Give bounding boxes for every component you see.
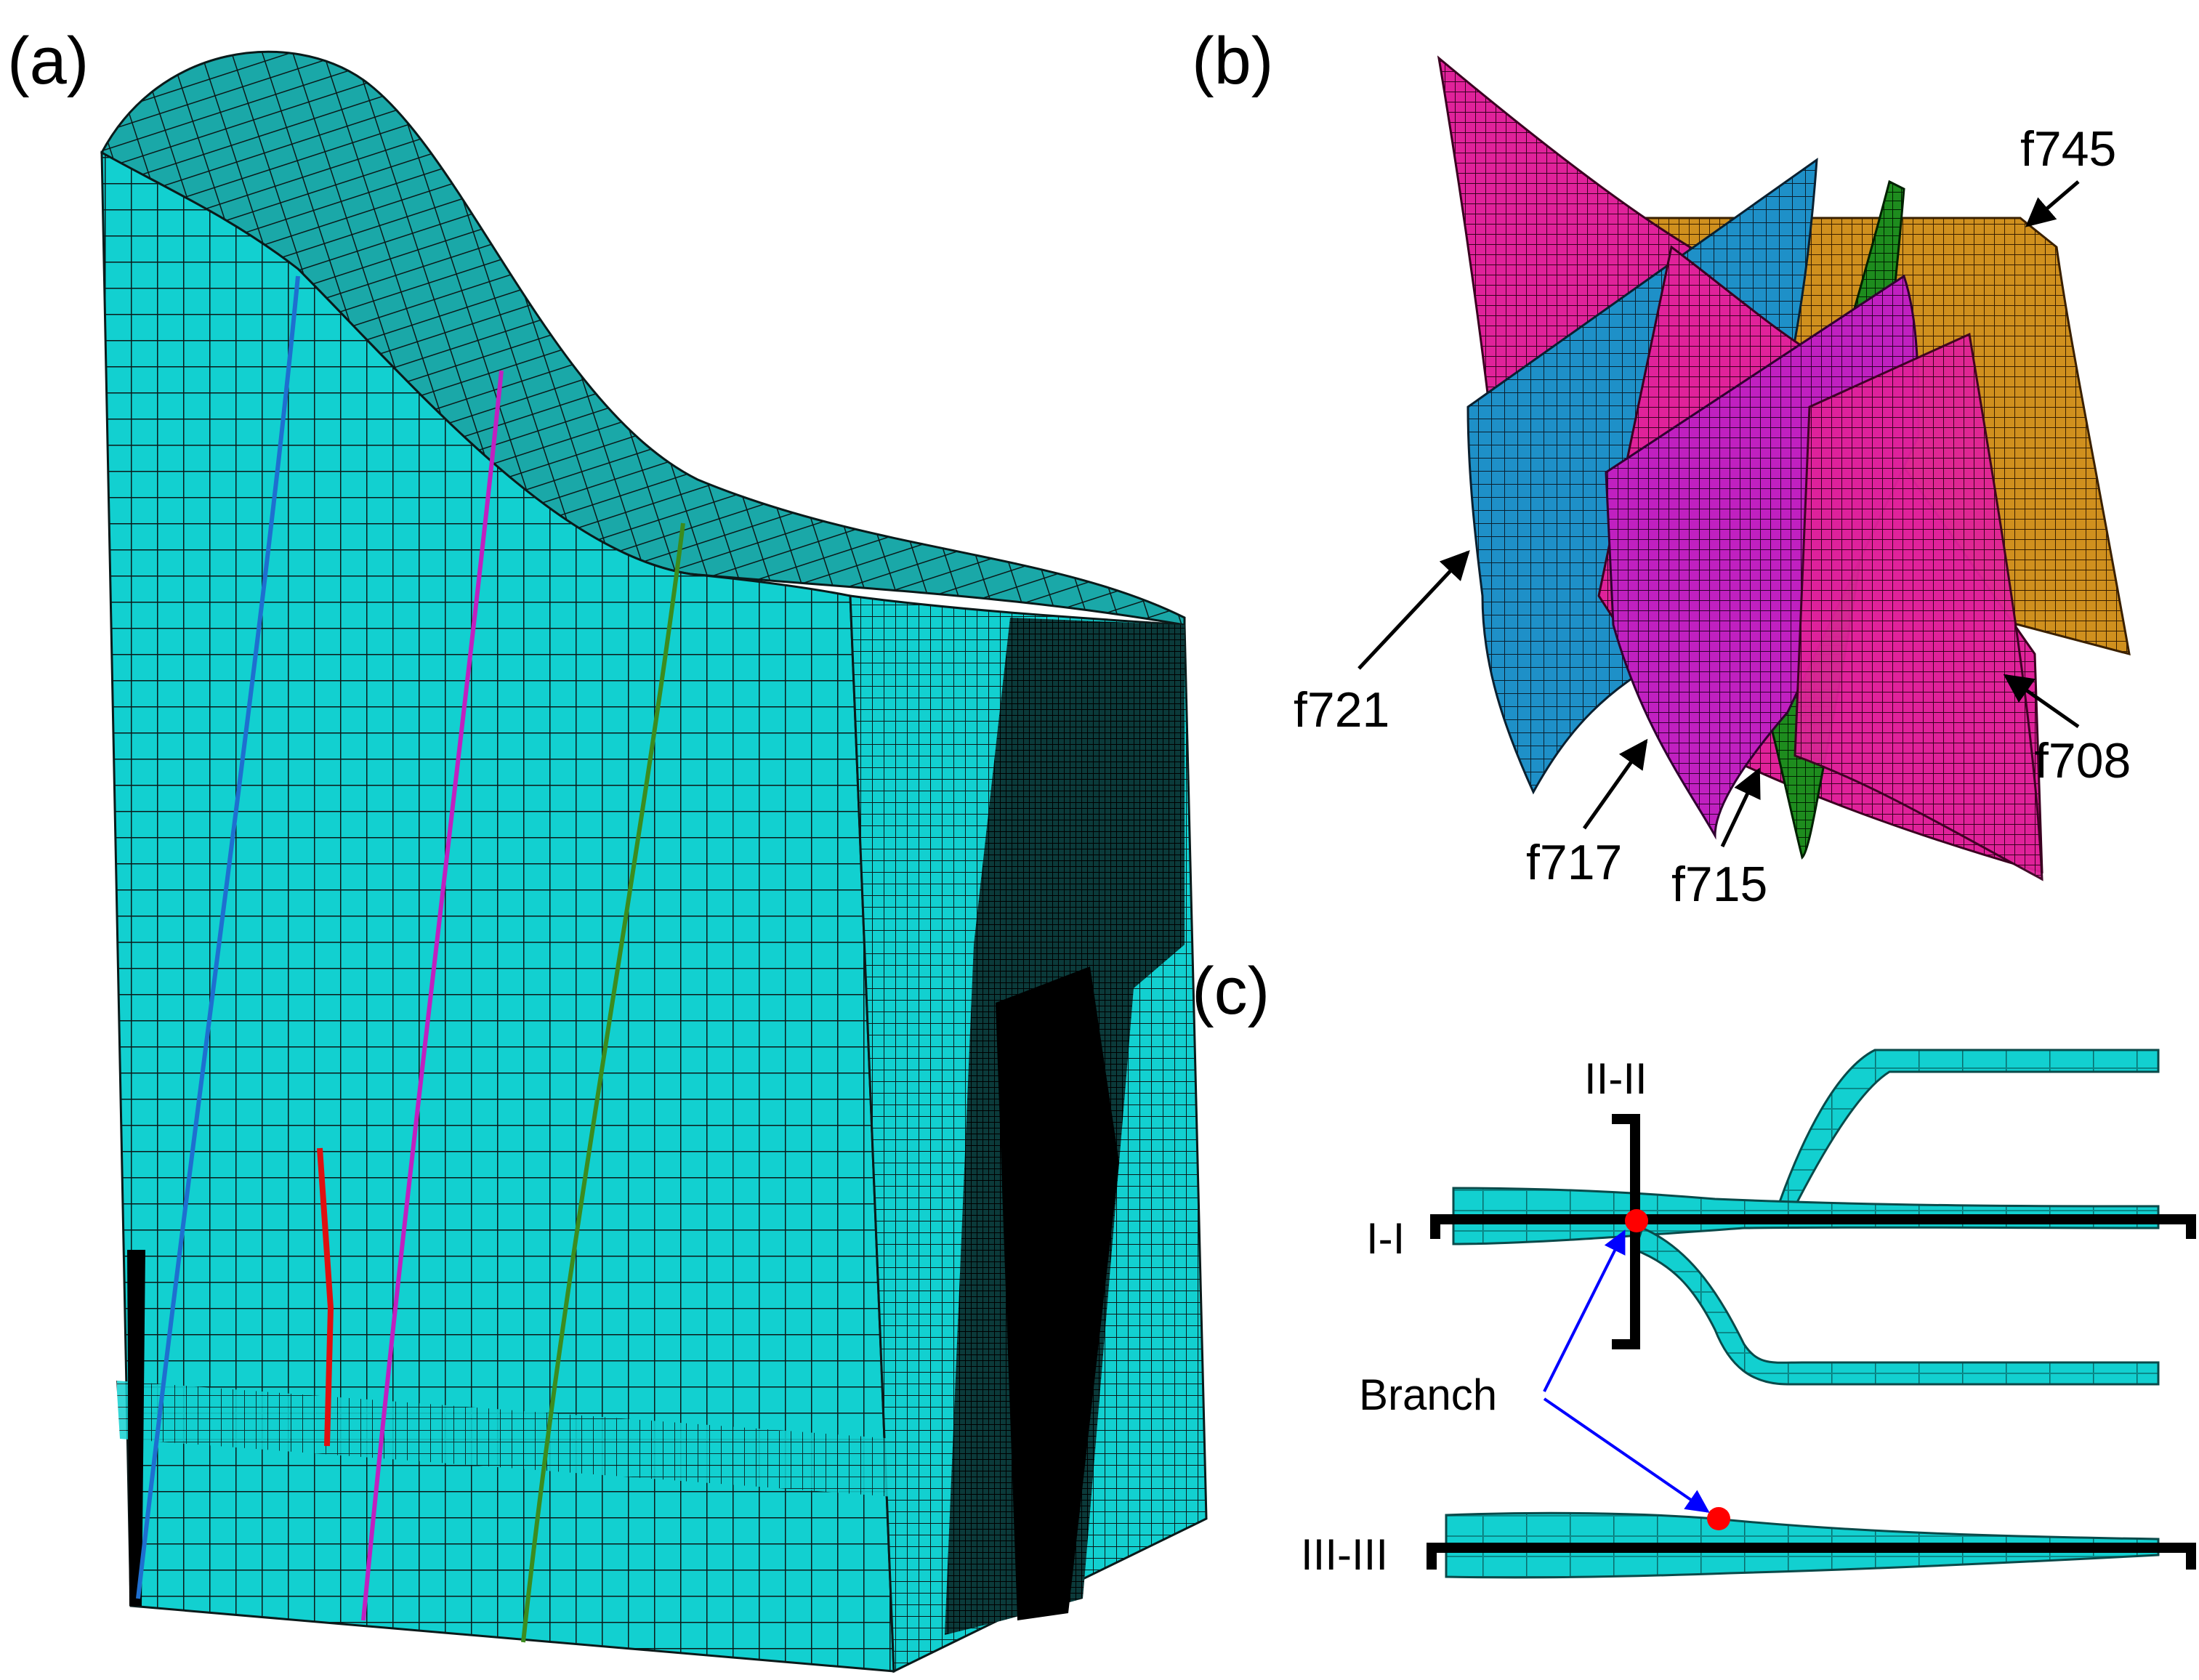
tube-upper-branch bbox=[1771, 1049, 2160, 1222]
label-f708: f708 bbox=[2035, 733, 2131, 788]
panel-b: f745 f721 f708 f717 f715 (b) bbox=[1192, 24, 2131, 912]
mesh-front-face bbox=[100, 150, 895, 1673]
panel-a-label: (a) bbox=[7, 24, 89, 98]
arrow-f721 bbox=[1357, 550, 1470, 670]
red-crack-line bbox=[317, 1147, 334, 1447]
branch-arrow-upper bbox=[1543, 1229, 1626, 1392]
blue-crack-line bbox=[136, 275, 300, 1599]
branch-arrow-lower bbox=[1543, 1397, 1710, 1513]
mesh-dense-band bbox=[116, 1381, 894, 1497]
section-label-3: III-III bbox=[1301, 1530, 1388, 1579]
face-magenta-front bbox=[1794, 332, 2043, 881]
label-f715: f715 bbox=[1671, 857, 1767, 912]
label-f721: f721 bbox=[1294, 682, 1389, 738]
section-line-1 bbox=[1430, 1214, 2196, 1239]
mesh-left-dark-strip bbox=[127, 1250, 145, 1606]
arrow-f717 bbox=[1582, 738, 1648, 830]
label-f717: f717 bbox=[1526, 835, 1622, 890]
branch-dot-lower bbox=[1707, 1507, 1730, 1530]
arrow-f708 bbox=[2003, 674, 2080, 729]
magenta-crack-line bbox=[361, 370, 504, 1621]
mesh-dense-core bbox=[996, 966, 1119, 1620]
panel-c-label: (c) bbox=[1192, 954, 1270, 1028]
panel-c: I-I II-II III-III Branch (c) bbox=[1192, 954, 2196, 1579]
green-crack-line bbox=[521, 522, 685, 1643]
section-line-3 bbox=[1427, 1543, 2196, 1570]
arrow-f715 bbox=[1720, 767, 1761, 848]
branch-label: Branch bbox=[1359, 1370, 1497, 1419]
label-f745: f745 bbox=[2020, 121, 2116, 177]
section-label-1: I-I bbox=[1366, 1214, 1405, 1263]
tube-lower-branch bbox=[1634, 1226, 2160, 1386]
arrow-f745 bbox=[2025, 180, 2080, 227]
branch-dot-upper bbox=[1625, 1209, 1648, 1232]
panel-b-label: (b) bbox=[1192, 24, 1273, 98]
section-label-2: II-II bbox=[1584, 1054, 1647, 1103]
panel-a: (a) bbox=[7, 24, 1208, 1673]
